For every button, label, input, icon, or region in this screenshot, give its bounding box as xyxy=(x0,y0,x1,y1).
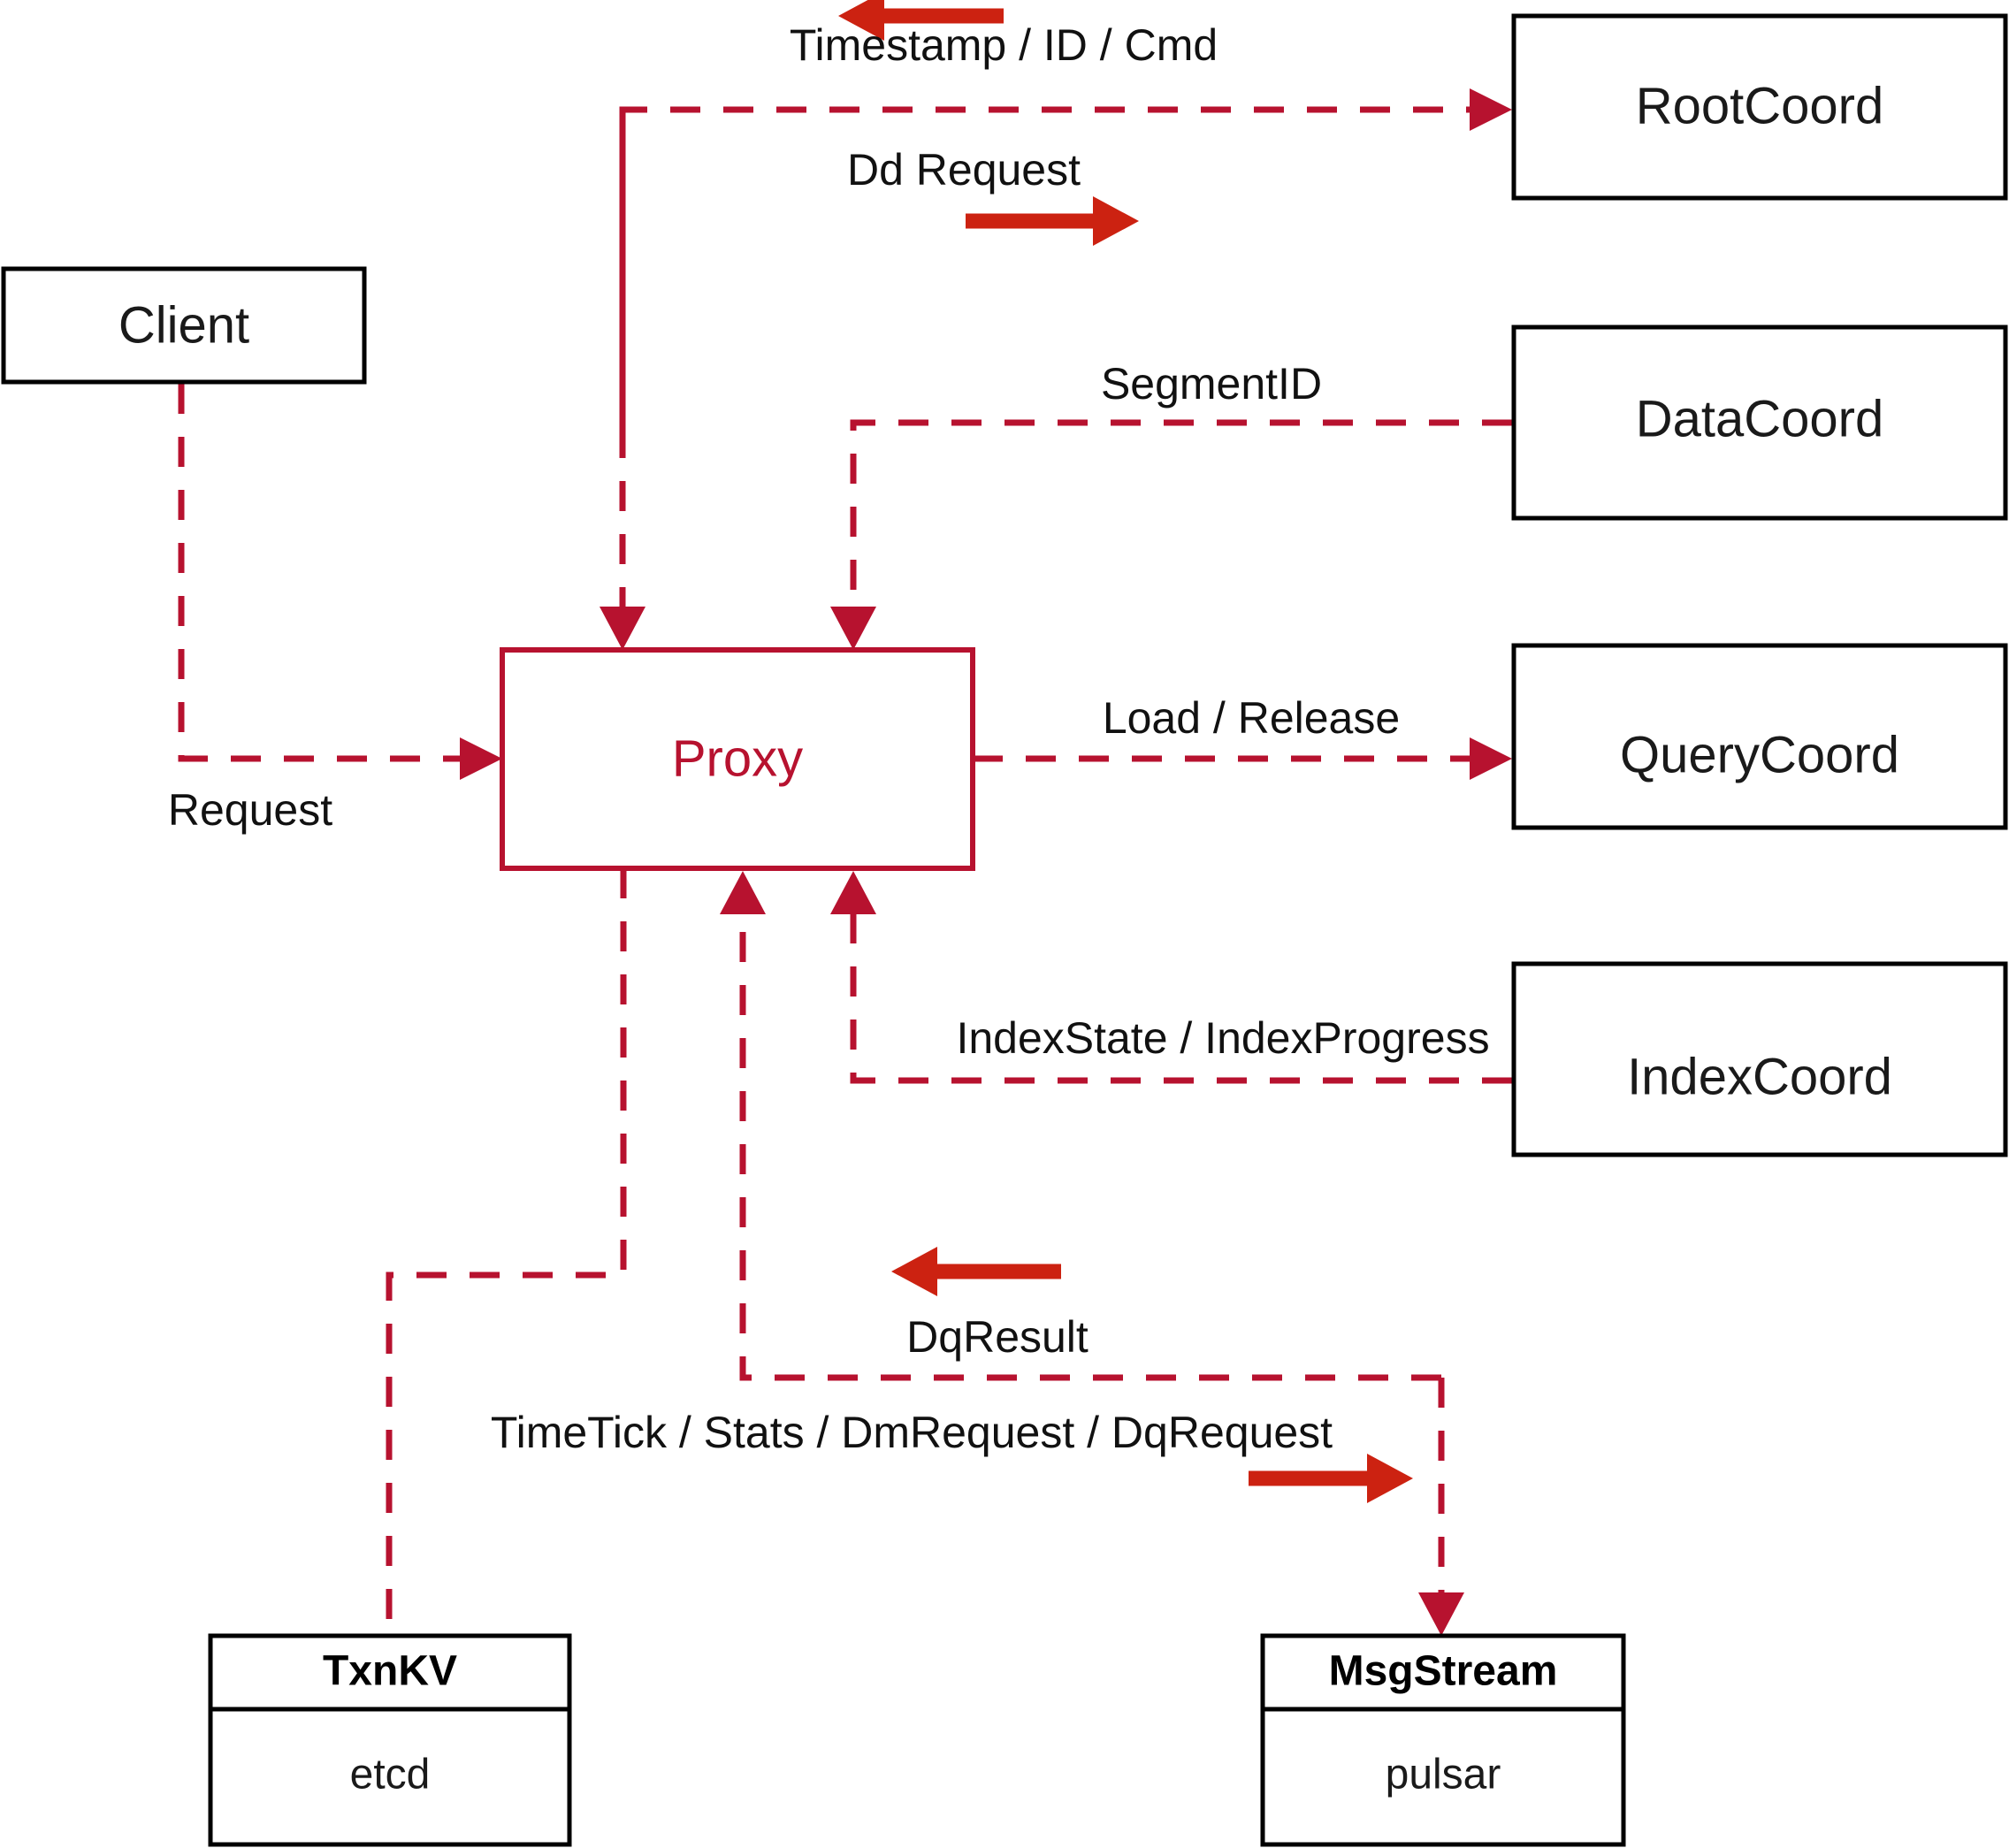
edge-proxy-querycoord xyxy=(973,737,1512,780)
node-querycoord-box[interactable] xyxy=(1511,643,2008,830)
node-msgstream-box[interactable] xyxy=(1260,1633,1626,1847)
node-client-label: Client xyxy=(118,296,249,354)
edge-label-timestamp-id-cmd: Timestamp / ID / Cmd xyxy=(790,20,1218,70)
node-txnkv-sublabel: etcd xyxy=(350,1752,431,1798)
edge-proxy-txnkv xyxy=(386,868,627,1636)
edge-proxy-rootcoord-arrowhead xyxy=(1470,88,1512,131)
edge-proxy-querycoord-arrowhead xyxy=(1470,737,1512,780)
edge-msgstream-proxy-arrowhead xyxy=(720,871,766,914)
edge-datacoord-proxy-arrowhead xyxy=(830,607,876,650)
direction-marker-timestamp-left-arrow xyxy=(838,0,1004,41)
edge-rootcoord-proxy-arrowhead xyxy=(600,607,645,650)
node-client[interactable]: Client xyxy=(1,266,367,385)
edge-proxy-msgstream-arrowhead xyxy=(1418,1592,1464,1636)
edge-indexcoord-proxy-path xyxy=(850,911,1512,1084)
edge-label-load-release: Load / Release xyxy=(1103,693,1400,743)
node-txnkv[interactable]: TxnKV etcd xyxy=(208,1633,572,1847)
edge-indexcoord-proxy-arrowhead xyxy=(830,871,876,914)
node-rootcoord-label: RootCoord xyxy=(1636,77,1883,134)
edge-proxy-txnkv-path xyxy=(386,868,627,1636)
edge-indexcoord-proxy xyxy=(830,871,1512,1084)
edge-client-proxy-path xyxy=(178,384,469,762)
edge-proxy-rootcoord xyxy=(619,88,1512,433)
node-msgstream[interactable]: MsgStream pulsar xyxy=(1260,1633,1626,1847)
node-proxy-label: Proxy xyxy=(672,729,803,787)
node-datacoord[interactable]: DataCoord xyxy=(1511,325,2008,521)
edge-client-proxy-arrowhead xyxy=(460,737,502,780)
node-txnkv-title: TxnKV xyxy=(323,1648,457,1695)
edge-label-segmentid: SegmentID xyxy=(1101,359,1322,409)
node-msgstream-sublabel: pulsar xyxy=(1386,1752,1501,1798)
node-rootcoord-box[interactable] xyxy=(1511,13,2008,201)
direction-marker-dqrequest-right-arrow xyxy=(1249,1454,1413,1503)
edge-datacoord-proxy-path xyxy=(850,419,1512,610)
edge-datacoord-proxy xyxy=(830,419,1512,650)
direction-marker-ddrequest-right-arrow xyxy=(966,196,1139,246)
edge-msgstream-proxy-path xyxy=(739,911,1441,1381)
edge-label-indexstate-indexprogress: IndexState / IndexProgress xyxy=(956,1013,1489,1063)
node-proxy[interactable]: Proxy xyxy=(500,647,975,871)
node-querycoord[interactable]: QueryCoord xyxy=(1511,643,2008,830)
edge-label-dd-request: Dd Request xyxy=(847,145,1081,195)
node-msgstream-title: MsgStream xyxy=(1329,1648,1558,1695)
node-indexcoord-label: IndexCoord xyxy=(1627,1048,1892,1105)
node-querycoord-label: QueryCoord xyxy=(1620,726,1899,783)
direction-marker-dqresult-left-arrow xyxy=(891,1247,1061,1296)
node-txnkv-box[interactable] xyxy=(208,1633,572,1847)
edge-label-request: Request xyxy=(168,785,332,835)
edge-rootcoord-proxy xyxy=(600,110,645,650)
node-indexcoord[interactable]: IndexCoord xyxy=(1511,961,2008,1157)
node-rootcoord[interactable]: RootCoord xyxy=(1511,13,2008,201)
node-client-box[interactable] xyxy=(1,266,367,385)
edge-proxy-msgstream xyxy=(1418,1378,1464,1636)
edge-label-timetick-stats-dmrequest-dqrequest: TimeTick / Stats / DmRequest / DqRequest xyxy=(491,1408,1333,1457)
edge-client-proxy xyxy=(178,384,502,780)
node-indexcoord-box[interactable] xyxy=(1511,961,2008,1157)
edge-msgstream-proxy xyxy=(720,871,1441,1381)
edge-label-dqresult: DqResult xyxy=(906,1312,1089,1362)
node-datacoord-label: DataCoord xyxy=(1636,390,1883,447)
node-proxy-box[interactable] xyxy=(500,647,975,871)
node-datacoord-box[interactable] xyxy=(1511,325,2008,521)
